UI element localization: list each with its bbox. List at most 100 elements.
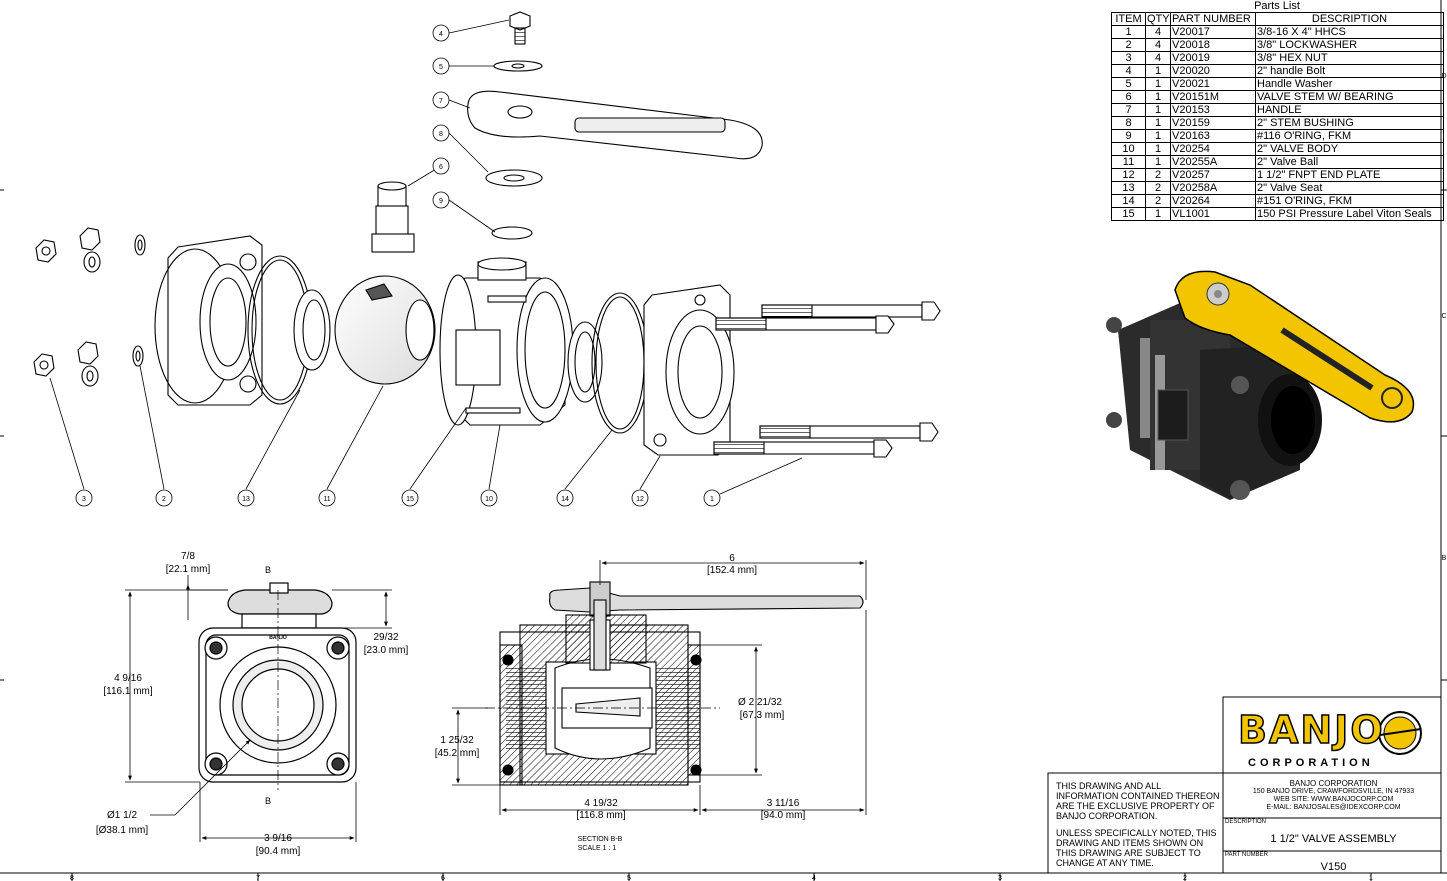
valve-body-part [439,257,574,426]
zone-numbers: 8 7 6 5 4 3 2 1 D C B [70,73,1447,881]
item-cell: 3 [1111,51,1146,65]
balloon-label: 12 [636,496,644,503]
zone-letter: B [1442,555,1447,562]
company-email: E-MAIL: BANJOSALES@IDEXCORP.COM [1266,804,1401,811]
dim-top-in: 7/8 [181,551,195,562]
dim-bore-mm: [Ø38.1 mm] [96,825,148,836]
change-notice: UNLESS SPECIFICALLY NOTED, THIS DRAWING … [1056,828,1217,868]
balloon-label: 2 [162,496,166,503]
parts-list-title: Parts List [1254,0,1300,12]
description-cell: 2" Valve Ball [1255,155,1444,169]
front-view-mark: BANJO [269,635,287,641]
balloon-label: 4 [439,31,443,38]
qty-cell: 4 [1145,25,1171,39]
zone-number: 6 [441,875,445,881]
dim-handle-mm: [152.4 mm] [707,565,757,576]
balloon-3: 3 [75,489,93,507]
balloon-label: 8 [439,131,443,138]
qty-cell: 1 [1145,129,1171,143]
part-number-cell: V20020 [1170,64,1256,78]
handle-part [467,90,763,160]
dim-outer-mm: [67.3 mm] [740,710,785,721]
zone-number: 5 [627,875,631,881]
item-cell: 9 [1111,129,1146,143]
qty-cell: 1 [1145,207,1171,221]
callout-balloons: 4 5 7 8 6 9 3 2 13 11 15 10 14 12 1 [75,24,721,507]
part-number-cell: V20018 [1170,38,1256,52]
balloon-11: 11 [318,489,336,507]
description-cell: 2" STEM BUSHING [1255,116,1444,130]
col-description: DESCRIPTION [1255,12,1444,26]
balloon-10: 10 [480,489,498,507]
balloon-label: 13 [242,496,250,503]
dim-side-mm: [23.0 mm] [364,645,409,656]
part-number-cell: V20254 [1170,142,1256,156]
handle-bolt-part [509,11,531,45]
item-cell: 6 [1111,90,1146,104]
col-part-number: PART NUMBER [1170,12,1256,26]
part-number-cell: VL1001 [1170,207,1256,221]
balloon-label: 14 [561,496,569,503]
description-cell: VALVE STEM W/ BEARING [1255,90,1444,104]
balloon-2: 2 [155,489,173,507]
oring-right-inner [595,296,645,430]
balloon-label: 7 [439,98,443,105]
item-cell: 15 [1111,207,1146,221]
description-cell: #151 O'RING, FKM [1255,194,1444,208]
dim-center-in: 1 25/32 [440,735,474,746]
dim-height-in: 4 9/16 [114,673,142,684]
qty-cell: 1 [1145,103,1171,117]
balloon-6: 6 [432,157,450,175]
section-view-dim-text: 6 [152.4 mm] Ø 2 21/32 [67.3 mm] 1 25/32… [435,553,806,852]
col-item: ITEM [1111,12,1146,26]
part-number-cell: V20258A [1170,181,1256,195]
dim-bore-in: Ø1 1/2 [107,810,137,821]
item-cell: 14 [1111,194,1146,208]
dim-height-mm: [116.1 mm] [103,686,152,697]
dim-width-in: 3 9/16 [264,833,292,844]
hex-nut-part [33,239,57,377]
part-number-cell: V20257 [1170,168,1256,182]
section-label-scale: SCALE 1 : 1 [578,845,617,852]
section-mark-bottom: B [265,796,271,806]
drawing-description: 1 1/2" VALVE ASSEMBLY [1270,833,1397,845]
description-cell: 3/8" HEX NUT [1255,51,1444,65]
balloon-4: 4 [432,24,450,42]
zone-letter: C [1441,313,1446,320]
part-number-cell: V20017 [1170,25,1256,39]
balloon-label: 6 [439,164,443,171]
zone-number: 4 [812,875,816,881]
description-cell: 150 PSI Pressure Label Viton Seals [1255,207,1444,221]
description-label: DESCRIPTION [1225,819,1267,825]
qty-cell: 1 [1145,142,1171,156]
logo-corporation: CORPORATION [1248,757,1374,769]
company-name: BANJO CORPORATION [1289,779,1378,788]
hhcs-bolts [713,301,941,458]
part-number-label: PART NUMBER [1225,852,1269,858]
lockwasher-part [132,234,146,367]
description-cell: 2" Valve Seat [1255,181,1444,195]
description-cell: #116 O'RING, FKM [1255,129,1444,143]
qty-cell: 4 [1145,51,1171,65]
part-number-cell: V20163 [1170,129,1256,143]
banjo-logo: BANJO CORPORATION [1237,707,1428,771]
qty-cell: 2 [1145,194,1171,208]
nut-washer-part [77,227,101,387]
dim-handle-in: 6 [729,553,735,564]
zone-number: 2 [1183,875,1187,881]
part-number-cell: V20021 [1170,77,1256,91]
item-cell: 1 [1111,25,1146,39]
zone-number: 1 [1369,875,1373,881]
balloon-9: 9 [432,191,450,209]
